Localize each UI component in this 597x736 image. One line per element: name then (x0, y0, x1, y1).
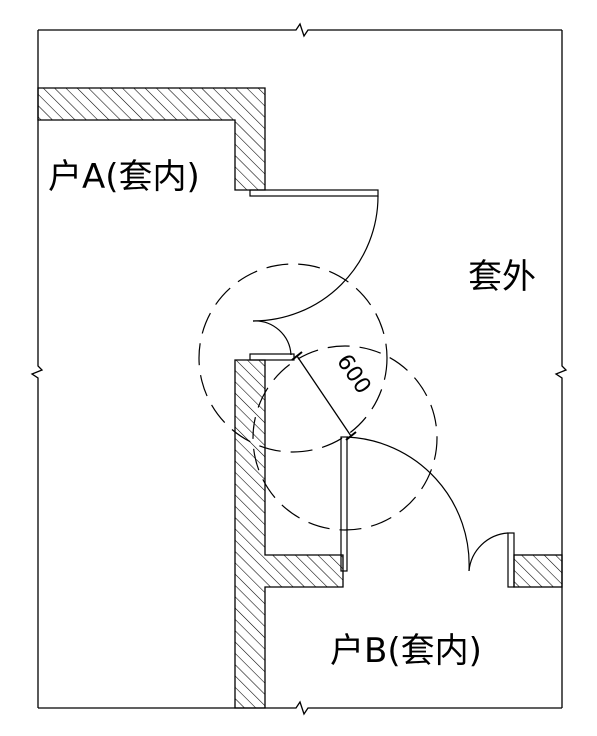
wall-right-stub (513, 554, 563, 588)
door-unit-a-jamb (249, 320, 295, 361)
wall-unit-a (37, 87, 266, 191)
door-unit-b (340, 436, 470, 572)
wall-unit-b (234, 359, 344, 709)
label-outside: 套外 (468, 257, 536, 297)
dimension-line (291, 351, 357, 441)
clearance-circles (198, 263, 438, 531)
door-small-right (468, 532, 515, 588)
dimension-label: 600 (331, 350, 375, 399)
clearance-circle-a (198, 263, 388, 453)
label-unit-a: 户A(套内) (48, 157, 200, 197)
door-unit-a (249, 189, 379, 322)
clearance-circle-b (252, 345, 438, 531)
label-unit-b: 户B(套内) (330, 631, 482, 671)
outer-boundary (30, 22, 568, 716)
